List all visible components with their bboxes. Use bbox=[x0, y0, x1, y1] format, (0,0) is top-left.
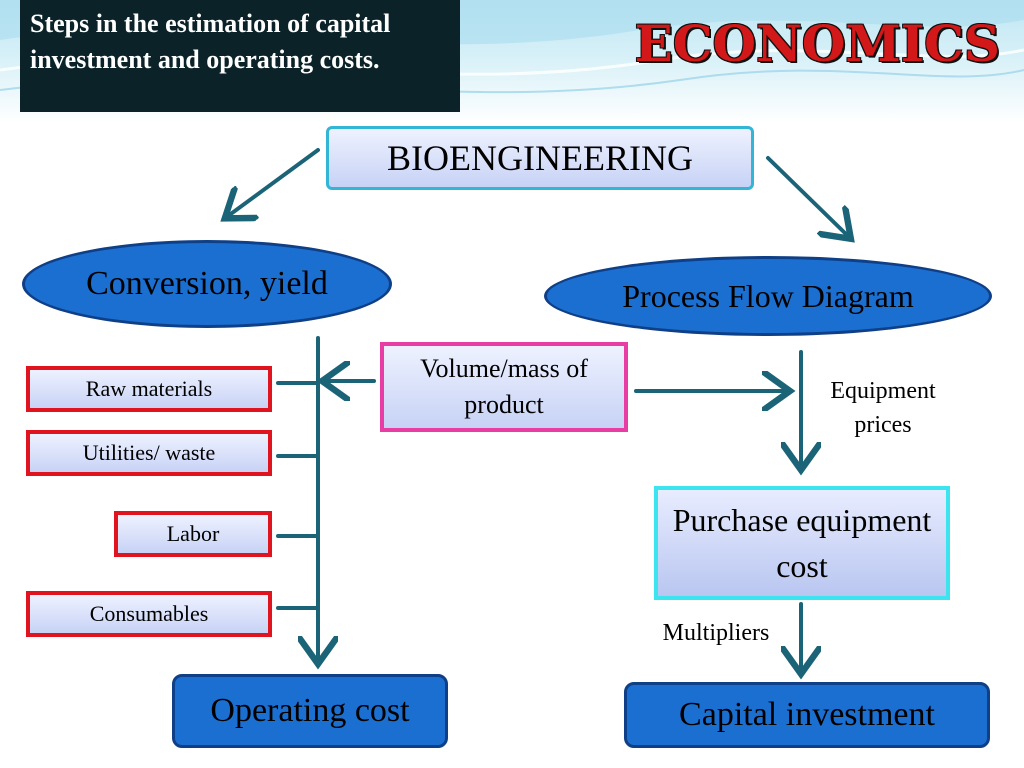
process-flow-ellipse: Process Flow Diagram bbox=[544, 256, 992, 336]
volume-mass-box: Volume/mass of product bbox=[380, 342, 628, 432]
bioengineering-box: BIOENGINEERING bbox=[326, 126, 754, 190]
input-utilities-waste: Utilities/ waste bbox=[26, 430, 272, 476]
slide-title: Steps in the estimation of capital inves… bbox=[20, 0, 460, 112]
input-raw-materials: Raw materials bbox=[26, 366, 272, 412]
operating-cost-box: Operating cost bbox=[172, 674, 448, 748]
capital-investment-box: Capital investment bbox=[624, 682, 990, 748]
input-consumables: Consumables bbox=[26, 591, 272, 637]
arrow-to-process-flow bbox=[766, 156, 848, 236]
conversion-yield-ellipse: Conversion, yield bbox=[22, 240, 392, 328]
multipliers-label: Multipliers bbox=[662, 620, 770, 646]
input-labor: Labor bbox=[114, 511, 272, 557]
equipment-prices-label: Equipment prices bbox=[830, 378, 936, 438]
economics-heading: ECONOMICS bbox=[634, 14, 1000, 73]
purchase-equipment-box: Purchase equipment cost bbox=[654, 486, 950, 600]
arrow-to-conversion bbox=[228, 148, 320, 216]
